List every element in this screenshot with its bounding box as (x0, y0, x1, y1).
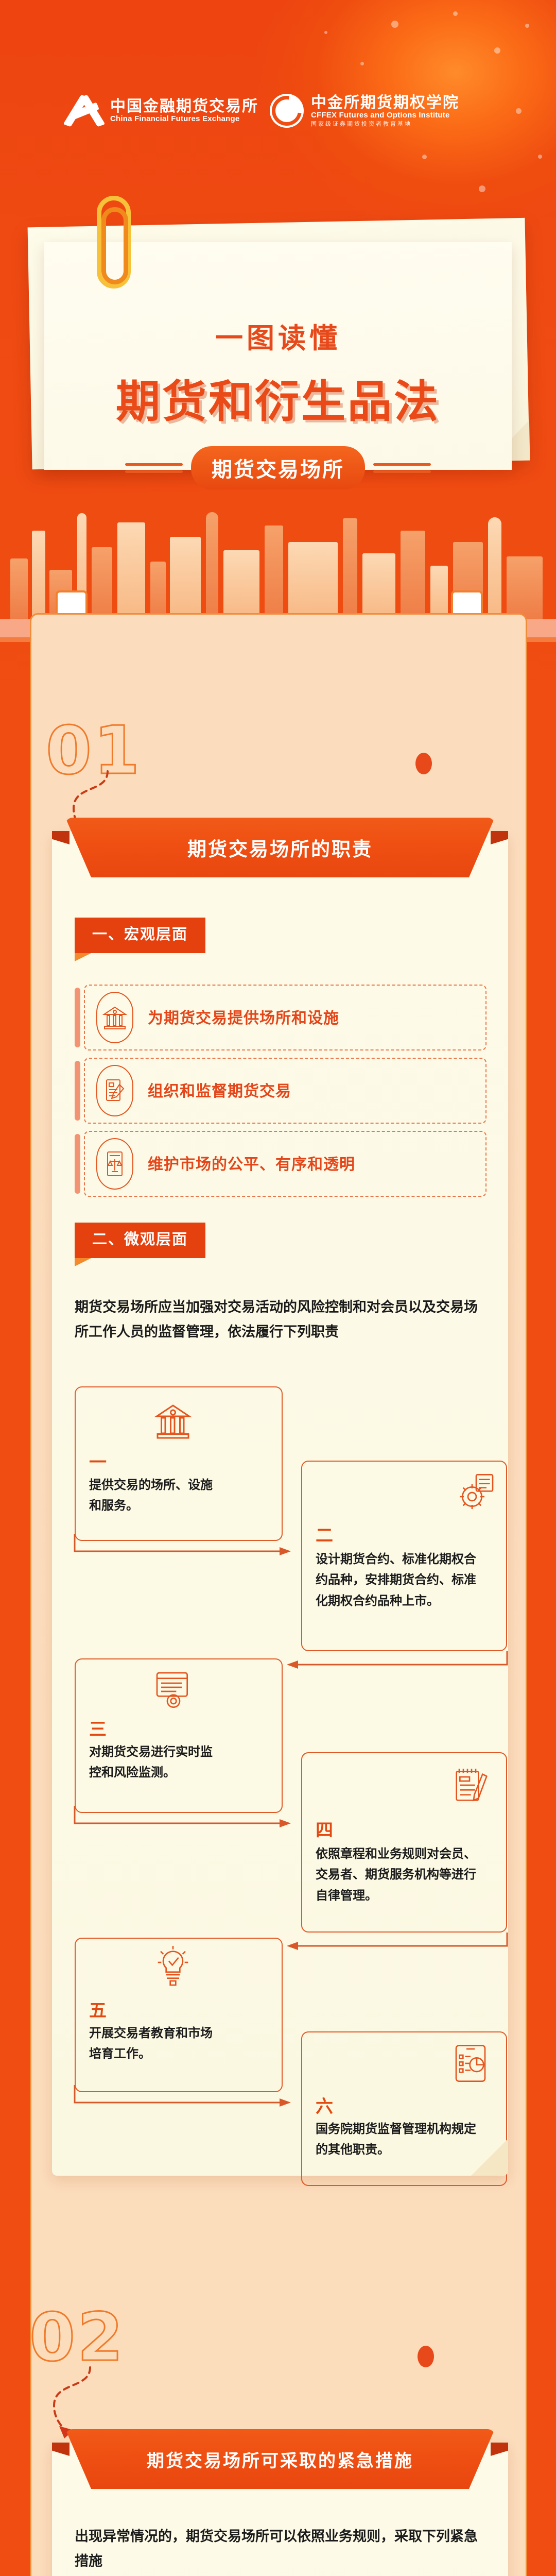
duty-connector-4 (281, 1921, 508, 1952)
section-02-card: 期货交易场所可采取的紧急措施 出现异常情况的，期货交易场所可以依照业务规则，采取… (52, 2429, 508, 2576)
paperclip-icon (97, 196, 162, 304)
macro-tag: 一、宏观层面 (75, 918, 206, 953)
title-subtitle-pill: 期货交易场所 (191, 446, 365, 489)
duty-connector-1 (74, 1534, 301, 1562)
section-01-banner: 期货交易场所的职责 (52, 818, 508, 877)
duty-item-6: 六 国务院期货监督管理机构规定的其他职责。 (301, 2031, 507, 2186)
law-book-scales-icon (96, 1138, 133, 1190)
duty-item-3: 三 对期货交易进行实时监控和风险监测。 (75, 1658, 283, 1813)
macro-item-2-label: 组织和监督期货交易 (148, 1083, 291, 1100)
macro-item-3: 维护市场的公平、有序和透明 (75, 1131, 486, 1197)
section-02-arrow-icon (41, 2362, 102, 2439)
duty-item-2-number: 二 (316, 1526, 333, 1546)
header-logos: 中国金融期货交易所 China Financial Futures Exchan… (0, 92, 556, 130)
section-02-banner: 期货交易场所可采取的紧急措施 (52, 2429, 508, 2489)
macro-item-1-label: 为期货交易提供场所和设施 (148, 1010, 339, 1027)
title-decor-right (373, 463, 431, 473)
content-sheet: 01 期货交易场所的职责 一、宏观层面 (28, 613, 527, 2576)
section-02-number: 02 (28, 2299, 126, 2377)
duty-item-2-text: 设计期货合约、标准化期权合约品种，安排期货合约、标准化期权合约品种上市。 (316, 1552, 476, 1608)
section-02-banner-label: 期货交易场所可采取的紧急措施 (65, 2429, 495, 2489)
section-02-intro: 出现异常情况的，期货交易场所可以依照业务规则，采取下列紧急措施 (75, 2529, 478, 2569)
duty-item-5-text: 开展交易者教育和市场培育工作。 (89, 2026, 213, 2061)
duty-item-4-number: 四 (316, 1821, 333, 1840)
institute-logo-en: CFFEX Futures and Options Institute (311, 111, 450, 120)
notepad-pencil-icon (451, 1765, 492, 1805)
cffex-logo: 中国金融期货交易所 China Financial Futures Exchan… (63, 92, 258, 130)
classical-building-icon (153, 1401, 193, 1441)
duty-item-5: 五 开展交易者教育和市场培育工作。 (75, 1938, 283, 2092)
section-01-number: 01 (45, 712, 142, 790)
lightbulb-check-icon (153, 1946, 193, 1986)
page-title: 期货和衍生品法 (116, 376, 440, 428)
duty-item-3-text: 对期货交易进行实时监控和风险监测。 (89, 1745, 213, 1780)
title-card: 一图读懂 期货和衍生品法 期货交易场所 (44, 242, 512, 489)
duty-item-2: 二 设计期货合约、标准化期权合约品种，安排期货合约、标准化期权合约品种上市。 (301, 1461, 507, 1651)
duty-item-6-text: 国务院期货监督管理机构规定的其他职责。 (316, 2122, 476, 2157)
duty-item-5-number: 五 (89, 2001, 107, 2021)
duty-item-4: 四 依照章程和业务规则对会员、交易者、期货服务机构等进行自律管理。 (301, 1752, 507, 1933)
macro-item-1: 为期货交易提供场所和设施 (75, 985, 486, 1050)
monitor-gear-icon (153, 1669, 193, 1709)
micro-intro-text: 期货交易场所应当加强对交易活动的风险控制和对会员以及交易场所工作人员的监督管理，… (75, 1299, 478, 1340)
institute-logo-icon (270, 94, 304, 128)
section-01-card: 期货交易场所的职责 一、宏观层面 为期货交易提供场所和设施 (52, 818, 508, 2186)
institute-logo-sub: 国家级证券期货投资者教育基地 (311, 121, 412, 128)
macro-item-3-label: 维护市场的公平、有序和透明 (148, 1156, 355, 1173)
cffex-logo-cn: 中国金融期货交易所 (110, 97, 258, 115)
title-kicker: 一图读懂 (215, 322, 341, 354)
duty-connector-2 (281, 1640, 508, 1671)
section-01-banner-label: 期货交易场所的职责 (65, 818, 495, 877)
section-01-dot (415, 753, 432, 774)
gear-document-icon (456, 1472, 496, 1512)
institute-logo: 中金所期货期权学院 CFFEX Futures and Options Inst… (270, 94, 459, 128)
duty-connector-5 (74, 2085, 301, 2113)
cffex-logo-en: China Financial Futures Exchange (110, 114, 240, 124)
section-02-dot (418, 2346, 434, 2367)
duty-item-6-number: 六 (316, 2097, 333, 2116)
duty-item-1-text: 提供交易的场所、设施和服务。 (89, 1478, 213, 1513)
classical-building-icon (96, 992, 133, 1043)
duty-item-1: 一 提供交易的场所、设施和服务。 (75, 1386, 283, 1541)
duty-item-1-number: 一 (89, 1453, 107, 1472)
macro-item-2: 组织和监督期货交易 (75, 1058, 486, 1124)
document-pen-icon (96, 1065, 133, 1116)
mobile-chart-icon (451, 2043, 492, 2083)
micro-tag: 二、微观层面 (75, 1223, 206, 1258)
duty-connector-3 (74, 1806, 301, 1834)
duty-item-4-text: 依照章程和业务规则对会员、交易者、期货服务机构等进行自律管理。 (316, 1847, 476, 1903)
title-decor-left (125, 463, 183, 473)
duty-item-3-number: 三 (89, 1720, 107, 1739)
cffex-logo-icon (63, 92, 106, 130)
institute-logo-cn: 中金所期货期权学院 (311, 94, 459, 111)
